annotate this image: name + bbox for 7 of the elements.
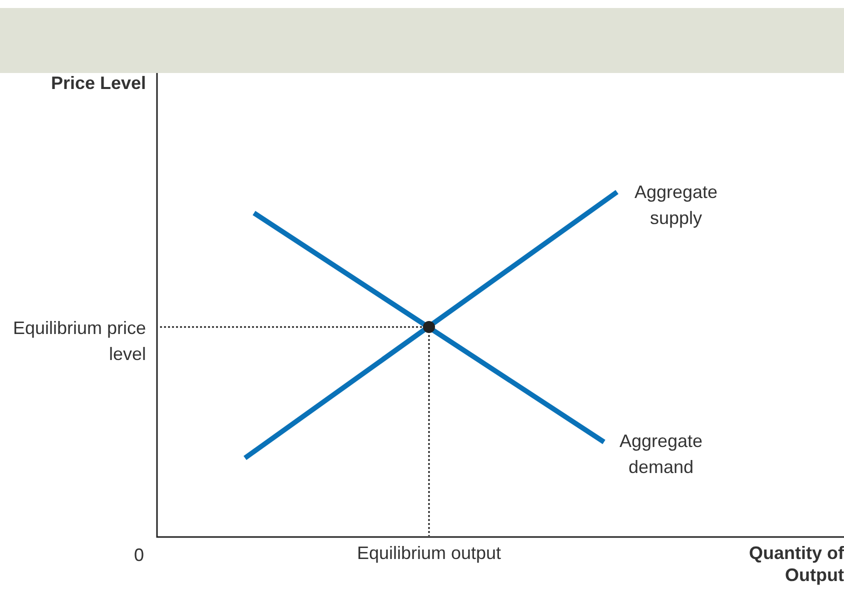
curve-label: Aggregate demand	[618, 430, 704, 479]
tick-label: 0	[134, 544, 144, 567]
curve-label: Aggregate supply	[633, 181, 719, 230]
axis-title: Quantity of Output	[748, 542, 844, 586]
axis-label: Equilibrium output	[356, 542, 502, 564]
axis-label: Equilibrium price level	[12, 317, 146, 366]
axis-title: Price Level	[50, 72, 146, 95]
